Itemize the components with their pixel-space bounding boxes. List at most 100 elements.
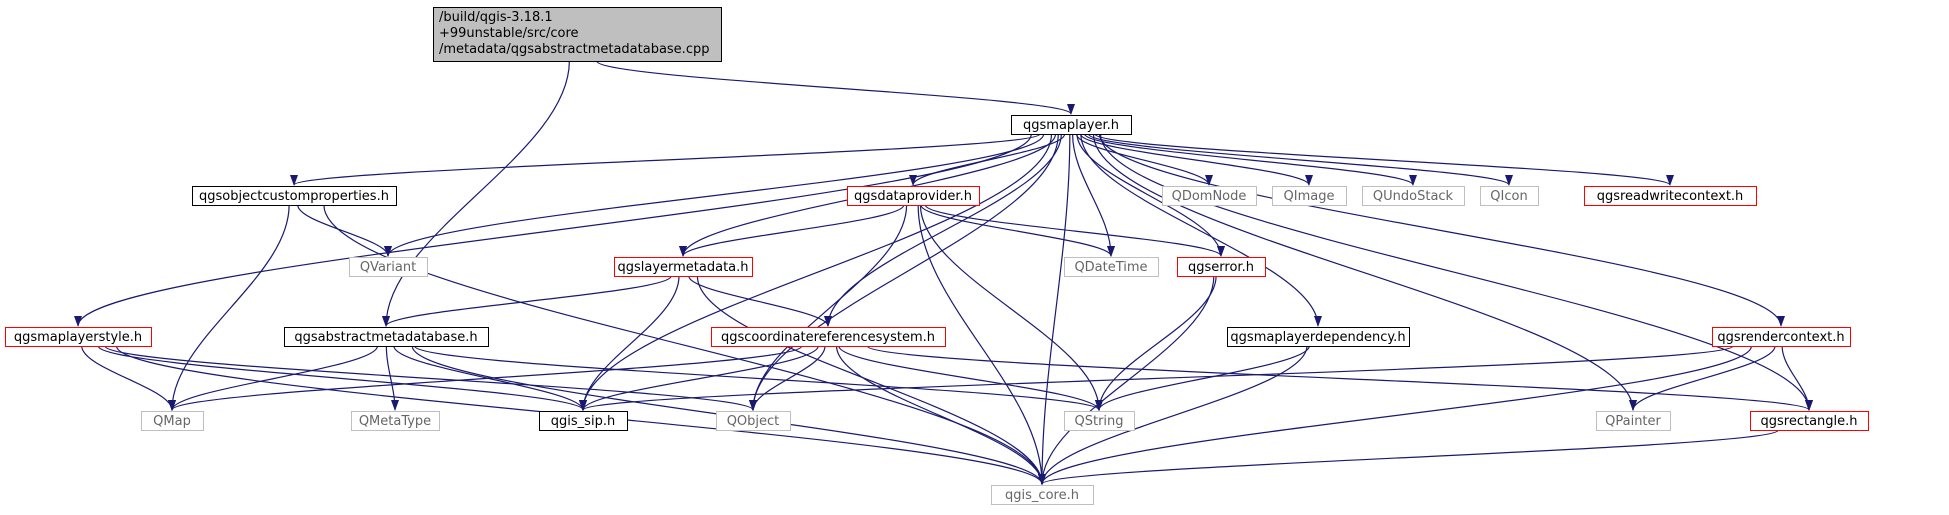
node-qvariant[interactable]: QVariant xyxy=(349,257,428,277)
edge-qgsdataprovider-to-qgserror xyxy=(924,204,1225,257)
node-box xyxy=(1480,186,1539,206)
node-label: QVariant xyxy=(360,260,416,275)
edge-qgsmaplayer-to-qgis_core xyxy=(1038,133,1071,485)
edge-qgsobjectcustomproperties-to-qmap xyxy=(168,204,290,411)
node-qgsrendercontext[interactable]: qgsrendercontext.h xyxy=(1712,327,1851,347)
edge-qgsrendercontext-to-qgis_core xyxy=(1038,345,1753,485)
node-label: qgsmaplayer.h xyxy=(1023,118,1119,133)
edge-qgsmaplayer-to-qdatetime xyxy=(1072,133,1115,257)
node-qundostack[interactable]: QUndoStack xyxy=(1362,186,1465,206)
node-label: qgsrectangle.h xyxy=(1760,414,1857,429)
edge-qgsabstractmetadatabase-to-qmap xyxy=(168,345,379,411)
node-qgsmaplayerdependency[interactable]: qgsmaplayerdependency.h xyxy=(1227,327,1410,347)
node-root[interactable]: /build/qgis-3.18.1+99unstable/src/core/m… xyxy=(433,7,722,62)
node-label: qgsdataprovider.h xyxy=(854,189,972,204)
node-qgsmaplayer[interactable]: qgsmaplayer.h xyxy=(1011,115,1132,135)
node-box xyxy=(1272,186,1347,206)
node-qicon[interactable]: QIcon xyxy=(1480,186,1539,206)
edge-qgsmaplayer-to-qundostack xyxy=(1084,133,1417,186)
node-label: qgsabstractmetadatabase.h xyxy=(294,330,477,345)
node-label: QUndoStack xyxy=(1373,189,1454,204)
edge-qgsmaplayerstyle-to-qgis_sip xyxy=(97,345,587,411)
edge-qgsmaplayer-to-qvariant xyxy=(384,133,1045,257)
nodes-layer: /build/qgis-3.18.1+99unstable/src/core/m… xyxy=(5,7,1869,505)
node-box xyxy=(711,327,946,347)
edge-qgslayermetadata-to-qgis_sip xyxy=(579,275,680,411)
edge-qgsmaplayerdependency-to-qstring xyxy=(1095,345,1310,411)
node-label: QObject xyxy=(727,414,780,429)
node-box xyxy=(1227,327,1410,347)
node-label: qgsobjectcustomproperties.h xyxy=(199,189,389,204)
node-box xyxy=(716,411,791,431)
node-box xyxy=(1596,411,1671,431)
node-label: QMetaType xyxy=(359,414,431,429)
edge-qgsobjectcustomproperties-to-qgis_core xyxy=(323,204,1046,485)
node-qstring[interactable]: QString xyxy=(1064,411,1135,431)
node-box xyxy=(1177,257,1266,277)
edge-qgsmaplayer-to-qimage xyxy=(1079,133,1313,186)
edge-qgsdataprovider-to-qobject xyxy=(749,204,908,411)
node-box xyxy=(5,327,152,347)
node-qobject[interactable]: QObject xyxy=(716,411,791,431)
node-qimage[interactable]: QImage xyxy=(1272,186,1347,206)
node-label: qgsmaplayerstyle.h xyxy=(14,330,142,345)
node-qgsreadwritecontext[interactable]: qgsreadwritecontext.h xyxy=(1584,186,1757,206)
edge-qgslayermetadata-to-qgis_core xyxy=(696,275,1046,485)
edge-qgsdataprovider-to-qgslayermetadata xyxy=(679,204,905,257)
node-box xyxy=(1750,411,1869,431)
node-qgis_sip[interactable]: qgis_sip.h xyxy=(539,411,628,431)
edge-qgsrendercontext-to-qpainter xyxy=(1629,345,1776,411)
node-qmap[interactable]: QMap xyxy=(141,411,204,431)
node-label: qgserror.h xyxy=(1188,260,1254,275)
node-box xyxy=(141,411,204,431)
edge-qgslayermetadata-to-qgscoordinatereferencesystem xyxy=(688,275,832,327)
edge-qgsobjectcustomproperties-to-qvariant xyxy=(297,204,392,257)
node-qgsobjectcustomproperties[interactable]: qgsobjectcustomproperties.h xyxy=(192,186,397,206)
edge-qgsmaplayer-to-qgsreadwritecontext xyxy=(1094,133,1674,186)
node-label: /build/qgis-3.18.1 xyxy=(439,10,553,25)
edge-qgsabstractmetadatabase-to-qmetatype xyxy=(385,345,399,411)
edge-qgsmaplayer-to-qgsrectangle xyxy=(1099,133,1813,411)
edge-qgsdataprovider-to-qgis_core xyxy=(917,204,1046,485)
edge-qgsmaplayerdependency-to-qgis_core xyxy=(1038,345,1308,485)
node-box xyxy=(433,7,722,62)
node-box xyxy=(1162,186,1257,206)
edge-qgsmaplayer-to-qpainter xyxy=(1092,133,1637,411)
edge-qgsmaplayer-to-qgsmaplayerstyle xyxy=(74,133,1032,327)
node-label: qgslayermetadata.h xyxy=(617,260,748,275)
edge-qgsmaplayer-to-qobject xyxy=(749,133,1059,411)
node-qdomnode[interactable]: QDomNode xyxy=(1162,186,1257,206)
node-qpainter[interactable]: QPainter xyxy=(1596,411,1671,431)
edge-qgsmaplayer-to-qgsdataprovider xyxy=(909,133,1066,186)
node-label: QIcon xyxy=(1490,189,1527,204)
node-box xyxy=(1064,411,1135,431)
node-qgsabstractmetadatabase[interactable]: qgsabstractmetadatabase.h xyxy=(284,327,489,347)
node-qgsmaplayerstyle[interactable]: qgsmaplayerstyle.h xyxy=(5,327,152,347)
node-qgslayermetadata[interactable]: qgslayermetadata.h xyxy=(614,257,753,277)
node-qgserror[interactable]: qgserror.h xyxy=(1177,257,1266,277)
node-qdatetime[interactable]: QDateTime xyxy=(1064,257,1159,277)
node-label: QDomNode xyxy=(1172,189,1247,204)
edge-qgsrectangle-to-qgis_core xyxy=(1038,429,1779,485)
node-box xyxy=(991,485,1094,505)
node-qmetatype[interactable]: QMetaType xyxy=(351,411,440,431)
edge-qgsrendercontext-to-qgsrectangle xyxy=(1781,345,1813,411)
node-qgsrectangle[interactable]: qgsrectangle.h xyxy=(1750,411,1869,431)
node-box xyxy=(349,257,428,277)
node-qgscoordinatereferencesystem[interactable]: qgscoordinatereferencesystem.h xyxy=(711,327,946,347)
node-qgsdataprovider[interactable]: qgsdataprovider.h xyxy=(847,186,980,206)
edge-qgscoordinatereferencesystem-to-qgis_core xyxy=(835,345,1046,485)
node-label: qgscoordinatereferencesystem.h xyxy=(721,330,935,345)
edge-qgscoordinatereferencesystem-to-qmap xyxy=(168,345,803,411)
edge-qgsmaplayer-to-qgserror xyxy=(1076,133,1225,257)
node-label: QDateTime xyxy=(1074,260,1147,275)
node-label: qgsmaplayerdependency.h xyxy=(1230,330,1405,345)
edge-qgsabstractmetadatabase-to-qstring xyxy=(413,345,1103,411)
node-qgis_core[interactable]: qgis_core.h xyxy=(991,485,1094,505)
node-box xyxy=(351,411,440,431)
node-box xyxy=(284,327,489,347)
edge-qgsdataprovider-to-qdatetime xyxy=(920,204,1115,257)
node-label: +99unstable/src/core xyxy=(439,26,579,41)
node-label: QString xyxy=(1074,414,1123,429)
edge-qgscoordinatereferencesystem-to-qgis_sip xyxy=(579,345,819,411)
